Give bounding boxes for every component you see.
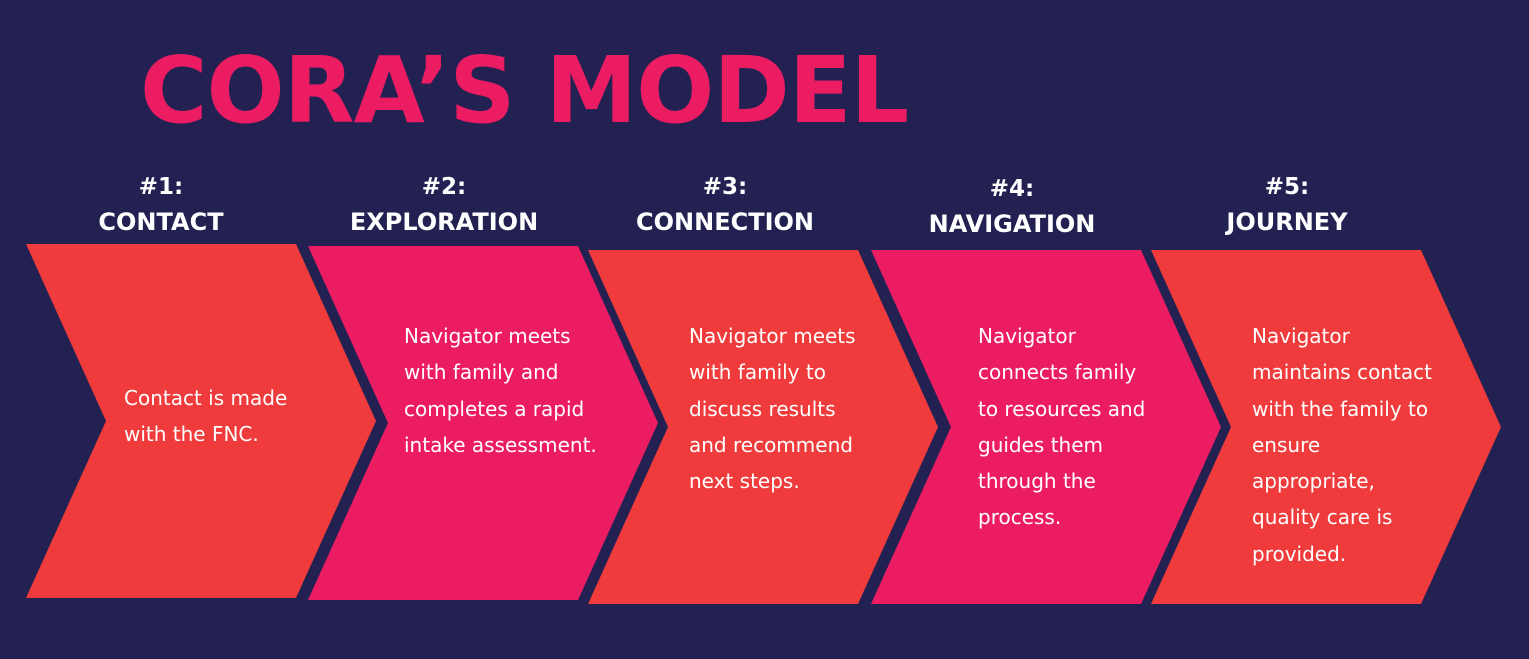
description-line: discuss results xyxy=(689,396,836,421)
step-number: #3: xyxy=(702,174,748,200)
step-number: #1: xyxy=(138,174,184,200)
step-5-description: Navigator maintains contact with the famil… xyxy=(1252,318,1432,572)
description-line: next steps. xyxy=(689,469,800,494)
step-4-description: Navigator connects family to resources and… xyxy=(978,318,1145,536)
description-line: completes a rapid xyxy=(404,396,585,421)
description-line: Navigator meets xyxy=(404,324,571,348)
chevron-3 xyxy=(588,250,938,604)
description-line: with family and xyxy=(404,360,559,385)
description-line: with the family to xyxy=(1252,396,1429,421)
description-line: and recommend xyxy=(689,432,853,457)
step-1-description: Contact is made with the FNC. xyxy=(124,380,287,453)
chevron-4 xyxy=(871,250,1221,604)
description-line: ensure xyxy=(1252,432,1321,457)
description-line: with family to xyxy=(689,360,826,385)
step-3-heading: #3: CONNECTION xyxy=(620,172,830,242)
step-4-heading: #4: NAVIGATION xyxy=(906,174,1118,244)
description-line: Navigator xyxy=(978,324,1076,348)
description-line: Contact is made xyxy=(124,386,288,410)
step-1-heading: #1: CONTACT xyxy=(60,172,262,242)
step-number: #2: xyxy=(421,174,467,200)
step-label: CONTACT xyxy=(98,208,224,236)
description-line: intake assessment. xyxy=(404,432,597,457)
description-line: appropriate, xyxy=(1252,469,1375,494)
description-line: quality care is xyxy=(1252,505,1393,530)
description-line: through the xyxy=(978,469,1096,494)
description-line: maintains contact xyxy=(1252,360,1432,385)
description-line: process. xyxy=(978,505,1062,530)
step-2-heading: #2: EXPLORATION xyxy=(334,172,554,242)
step-label: CONNECTION xyxy=(636,208,814,236)
description-line: with the FNC. xyxy=(124,422,259,447)
step-label: EXPLORATION xyxy=(349,208,539,236)
description-line: provided. xyxy=(1252,541,1347,566)
step-5-heading: #5: JOURNEY xyxy=(1192,172,1382,242)
step-2-description: Navigator meets with family and completes … xyxy=(404,318,597,463)
step-number: #5: xyxy=(1264,174,1310,200)
chevron-1 xyxy=(26,244,376,598)
description-line: guides them xyxy=(978,432,1104,457)
description-line: Navigator xyxy=(1252,324,1350,348)
description-line: Navigator meets xyxy=(689,324,856,348)
description-line: connects family xyxy=(978,360,1137,385)
description-line: to resources and xyxy=(978,396,1146,421)
step-label: JOURNEY xyxy=(1226,208,1348,236)
step-label: NAVIGATION xyxy=(928,210,1096,238)
page-title: CORA’S MODEL xyxy=(140,37,909,144)
chevron-2 xyxy=(308,246,658,600)
step-3-description: Navigator meets with family to discuss res… xyxy=(689,318,856,499)
chevron-5 xyxy=(1151,250,1501,604)
step-number: #4: xyxy=(989,176,1035,202)
